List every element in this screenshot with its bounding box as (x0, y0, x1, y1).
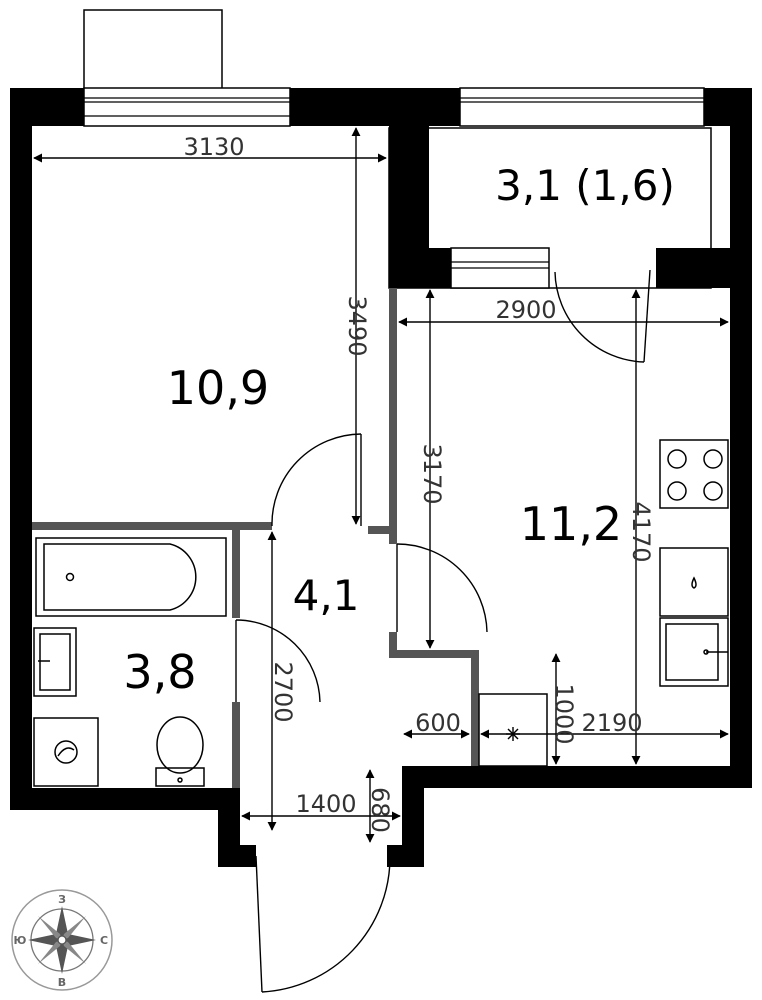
dim-kitchen-depth-right: 4170 (627, 501, 655, 562)
window-room (83, 87, 291, 127)
kitchen-counter (659, 547, 729, 617)
toilet (155, 716, 205, 787)
window-balcony-door (450, 247, 550, 289)
window-kitchen (459, 87, 705, 127)
dim-entry-depth: 680 (366, 787, 394, 833)
kitchen-stove (659, 439, 729, 509)
dim-kitchen-lower: 2190 (581, 709, 642, 737)
door-kitchen (396, 543, 488, 633)
hall-area-label: 4,1 (293, 571, 360, 620)
dim-entry-width: 1400 (295, 790, 356, 818)
bathtub (35, 537, 227, 617)
balcony-bay-outline (83, 9, 223, 91)
compass-west: Ю (14, 934, 27, 947)
socket-star (506, 727, 520, 741)
compass: З В Ю С (11, 889, 113, 991)
door-room (271, 433, 362, 527)
dim-bath-depth: 2700 (269, 661, 297, 722)
kitchen-sink (659, 617, 729, 687)
dim-kitchen-width: 2900 (495, 296, 556, 324)
dim-niche-width: 600 (415, 709, 461, 737)
bathroom-area-label: 3,8 (123, 645, 196, 699)
dim-kitchen-depth-left: 3170 (418, 443, 446, 504)
dimension-lines (33, 127, 729, 843)
dim-room-width: 3130 (183, 133, 244, 161)
partitions (32, 288, 479, 788)
washing-machine (33, 717, 99, 787)
exterior-walls (10, 88, 752, 867)
door-bathroom (235, 619, 321, 703)
kitchen-area-label: 11,2 (520, 497, 622, 551)
compass-south: В (58, 976, 66, 989)
balcony-area-label: 3,1 (1,6) (495, 161, 675, 210)
compass-east: С (100, 934, 108, 947)
bathroom-sink (33, 627, 77, 697)
door-entrance (255, 855, 391, 993)
dim-niche-depth: 1000 (550, 683, 578, 744)
door-balcony (554, 269, 651, 363)
dim-room-length: 3490 (343, 295, 371, 356)
compass-north: З (58, 893, 66, 906)
room-area-label: 10,9 (167, 361, 269, 415)
